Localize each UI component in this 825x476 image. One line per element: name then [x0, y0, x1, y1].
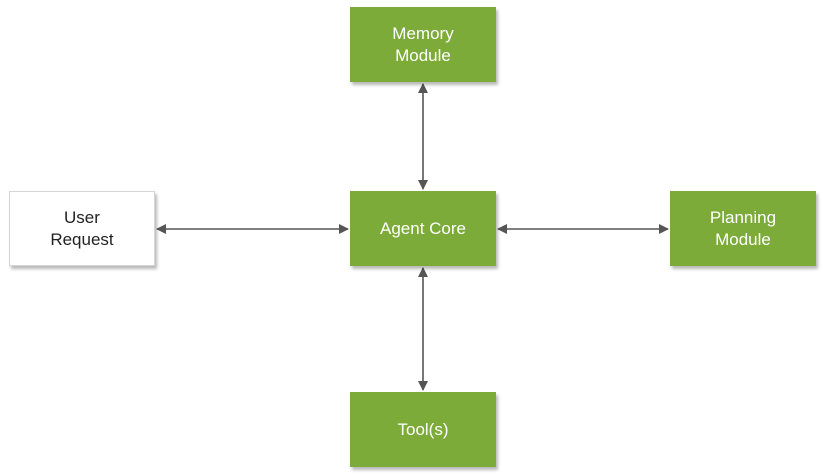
- memory-module-label: Memory Module: [392, 23, 454, 65]
- agent-core-label: Agent Core: [380, 218, 466, 238]
- planning-module-label: Planning Module: [709, 207, 777, 249]
- agent-core-node: Agent Core: [350, 191, 496, 266]
- user-request-label: User Request: [50, 207, 114, 249]
- tools-node: Tool(s): [350, 392, 496, 467]
- planning-module-node: Planning Module: [670, 191, 816, 266]
- tools-label: Tool(s): [397, 419, 449, 439]
- user-request-node: User Request: [9, 191, 155, 266]
- memory-module-node: Memory Module: [350, 7, 496, 82]
